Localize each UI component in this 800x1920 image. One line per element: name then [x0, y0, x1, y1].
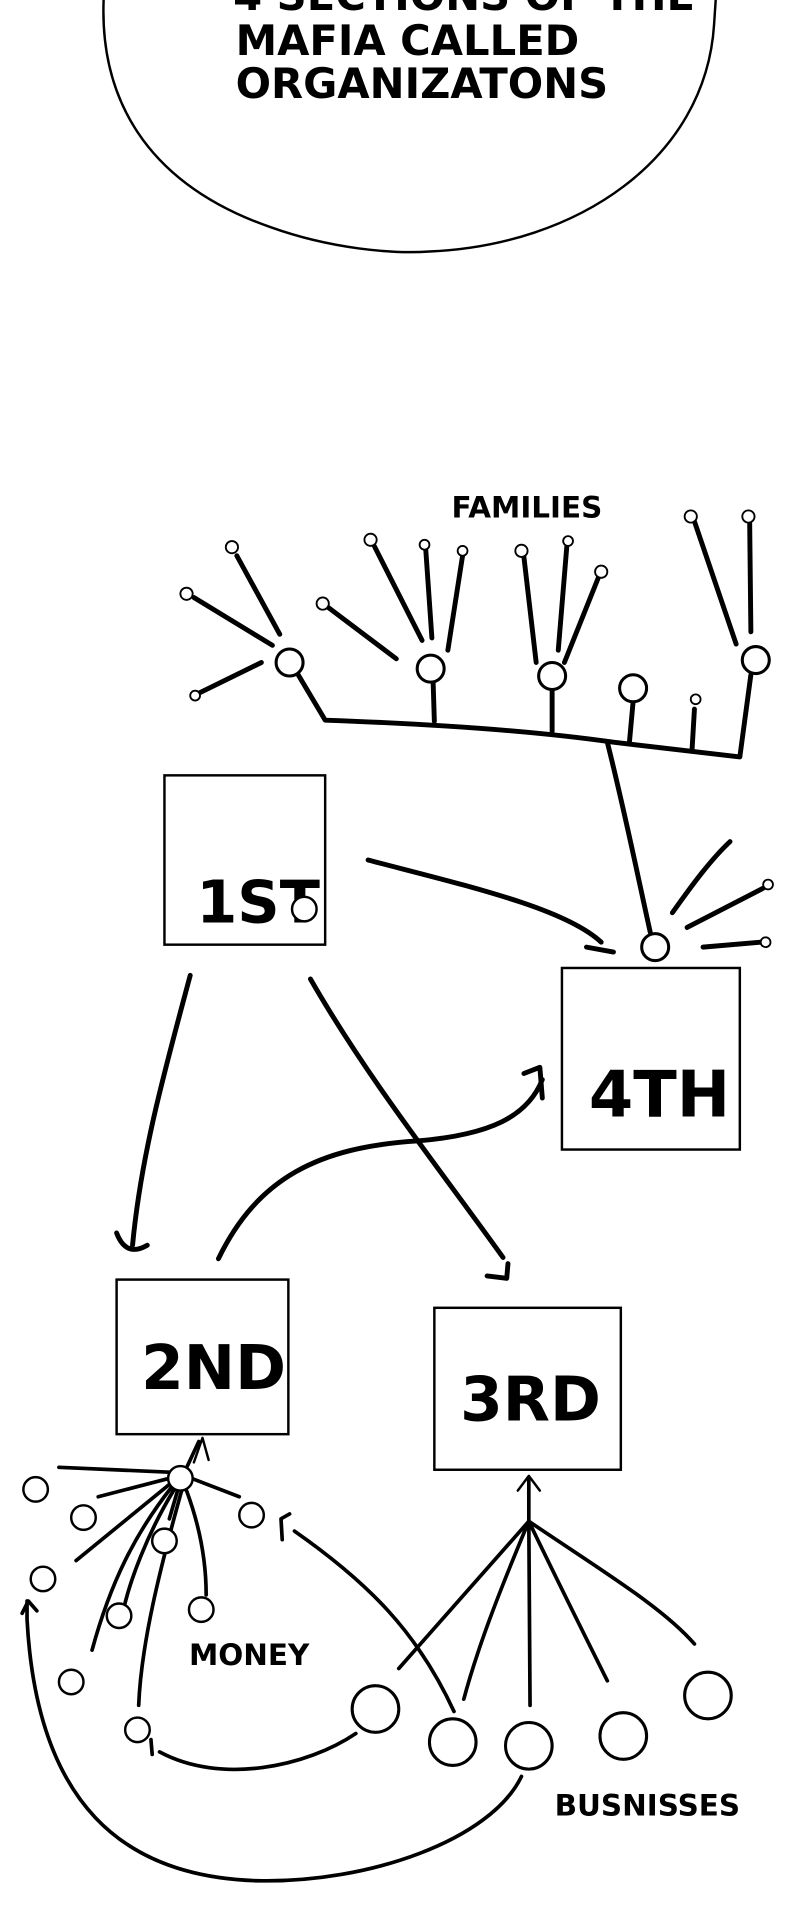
bubble-line-2: MAFIA CALLED	[236, 16, 580, 65]
money-flows	[20, 1512, 524, 1883]
bubble-line-3: ORGANIZATONS	[236, 59, 609, 108]
box-second: 2ND	[115, 1278, 290, 1436]
money-label: MONEY	[189, 1638, 310, 1672]
third-label: 3RD	[460, 1365, 601, 1436]
box-first: 1ST	[163, 774, 327, 946]
speech-bubble	[102, 0, 717, 254]
fourth-label: 4TH	[589, 1058, 730, 1132]
arrows	[114, 857, 616, 1281]
box-third: 3RD	[433, 1306, 623, 1471]
families-tree: FAMILIES	[179, 491, 771, 935]
families-label: FAMILIES	[452, 491, 603, 525]
money-cluster: MONEY	[22, 1436, 310, 1744]
businesses-cluster: BUSNISSES	[350, 1474, 741, 1823]
second-label: 2ND	[141, 1333, 286, 1404]
bubble-line-1: 4 SECTIONS OF THE	[233, 0, 695, 20]
box-fourth: 4TH	[560, 839, 774, 1151]
businesses-label: BUSNISSES	[555, 1789, 741, 1823]
